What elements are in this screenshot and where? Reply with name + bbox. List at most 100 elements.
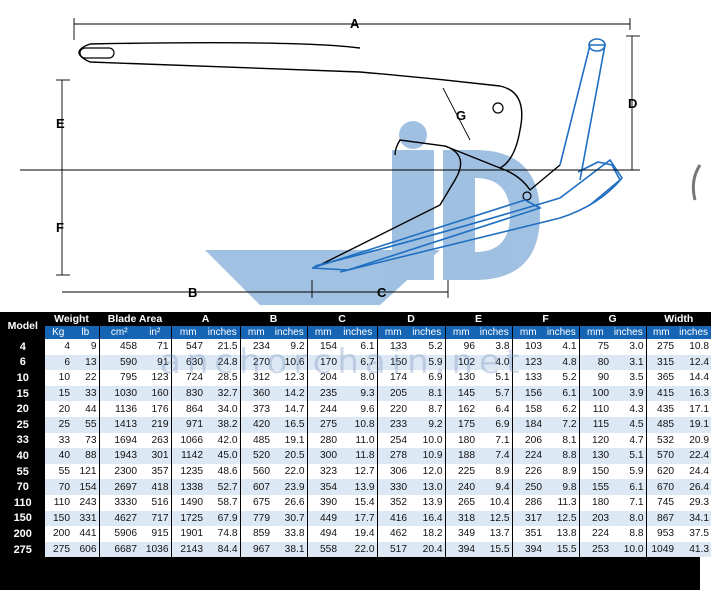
table-cell: 590 [98, 354, 139, 371]
table-cell: 58.7 [205, 494, 240, 511]
table-cell: 226 [511, 463, 545, 480]
table-cell: 20 [43, 401, 72, 417]
table-cell: 6.9 [477, 416, 513, 433]
table-cell: 205 [376, 385, 409, 402]
unit-header-2-0: mm [170, 326, 205, 339]
unit-header-7-1: inches [544, 326, 580, 339]
table-cell: 4.8 [544, 354, 580, 371]
table-cell: 184 [511, 416, 545, 433]
table-cell: 162 [444, 401, 477, 417]
table-cell: 516 [139, 494, 171, 511]
table-cell: 133 [511, 370, 545, 386]
table-cell: 19.1 [676, 416, 711, 433]
table-cell: 1901 [170, 526, 205, 542]
table-cell: 12.3 [272, 370, 307, 386]
table-cell: 349 [444, 526, 477, 542]
table-cell: 275 [43, 541, 72, 558]
table-cell: 32.7 [205, 385, 240, 402]
table-cell: 280 [306, 432, 339, 449]
table-cell: 243 [72, 494, 99, 511]
table-cell: 3.1 [611, 354, 647, 371]
dimension-label-b: B [188, 285, 197, 300]
dimension-label-d: D [628, 96, 637, 111]
group-header-weight: Weight [43, 312, 99, 326]
table-cell: 458 [98, 339, 139, 355]
table-cell: 3.9 [611, 385, 647, 402]
table-cell: 352 [376, 494, 409, 511]
table-cell: 300 [306, 448, 339, 464]
table-cell: 967 [239, 541, 272, 558]
table-cell: 38.2 [205, 416, 240, 433]
table-cell: 103 [511, 339, 545, 355]
table-cell: 10.4 [477, 494, 513, 511]
table-cell: 365 [645, 370, 677, 386]
table-cell: 7.4 [477, 448, 513, 464]
table-cell: 156 [511, 385, 545, 402]
table-cell: 235 [306, 385, 339, 402]
table-cell: 55 [43, 463, 72, 480]
table-cell: 867 [645, 510, 677, 527]
unit-header-8-0: mm [578, 326, 612, 339]
table-cell: 9.4 [477, 479, 513, 495]
table-cell: 8.7 [409, 401, 445, 417]
table-cell: 2300 [98, 463, 139, 480]
table-cell: 265 [444, 494, 477, 511]
table-cell: 859 [239, 526, 272, 542]
table-cell: 16.4 [409, 510, 445, 527]
table-cell: 240 [444, 479, 477, 495]
model-cell: 40 [2, 448, 44, 464]
table-cell: 10.0 [409, 432, 445, 449]
table-cell: 102 [444, 354, 477, 371]
table-cell: 607 [239, 479, 272, 495]
table-cell: 8.8 [544, 448, 580, 464]
table-cell: 34.0 [205, 401, 240, 417]
edge-shackle-icon [691, 164, 702, 201]
unit-header-6-1: inches [477, 326, 513, 339]
table-cell: 253 [578, 541, 612, 558]
table-cell: 415 [645, 385, 677, 402]
unit-header-5-1: inches [409, 326, 445, 339]
model-cell: 275 [2, 541, 44, 558]
table-cell: 953 [645, 526, 677, 542]
table-cell: 3330 [98, 494, 139, 511]
table-cell: 26.4 [676, 479, 711, 495]
table-cell: 160 [139, 385, 171, 402]
table-cell: 7.2 [544, 416, 580, 433]
table-cell: 5.2 [544, 370, 580, 386]
table-cell: 84.4 [205, 541, 240, 558]
table-cell: 1136 [98, 401, 139, 417]
dimension-label-f: F [56, 220, 64, 235]
table-cell: 254 [376, 432, 409, 449]
table-cell: 275 [645, 339, 677, 355]
table-cell: 520 [239, 448, 272, 464]
table-cell: 779 [239, 510, 272, 527]
table-cell: 110 [578, 401, 612, 417]
table-cell: 830 [170, 385, 205, 402]
table-cell: 15 [43, 385, 72, 402]
table-cell: 3.0 [611, 339, 647, 355]
table-cell: 745 [645, 494, 677, 511]
unit-header-5-0: mm [376, 326, 409, 339]
table-cell: 6 [43, 354, 72, 371]
unit-header-2-1: inches [205, 326, 240, 339]
table-cell: 8.1 [409, 385, 445, 402]
table-cell: 1030 [98, 385, 139, 402]
dimension-label-g: G [456, 108, 466, 123]
table-cell: 121 [72, 463, 99, 480]
table-cell: 18.2 [409, 526, 445, 542]
table-cell: 13 [72, 354, 99, 371]
table-cell: 175 [444, 416, 477, 433]
table-cell: 67.9 [205, 510, 240, 527]
table-cell: 420 [239, 416, 272, 433]
table-cell: 7.1 [477, 432, 513, 449]
table-cell: 150 [578, 463, 612, 480]
table-cell: 4.0 [477, 354, 513, 371]
table-cell: 270 [239, 354, 272, 371]
unit-header-1-1: in² [139, 326, 171, 339]
table-cell: 176 [139, 401, 171, 417]
model-cell: 70 [2, 479, 44, 495]
